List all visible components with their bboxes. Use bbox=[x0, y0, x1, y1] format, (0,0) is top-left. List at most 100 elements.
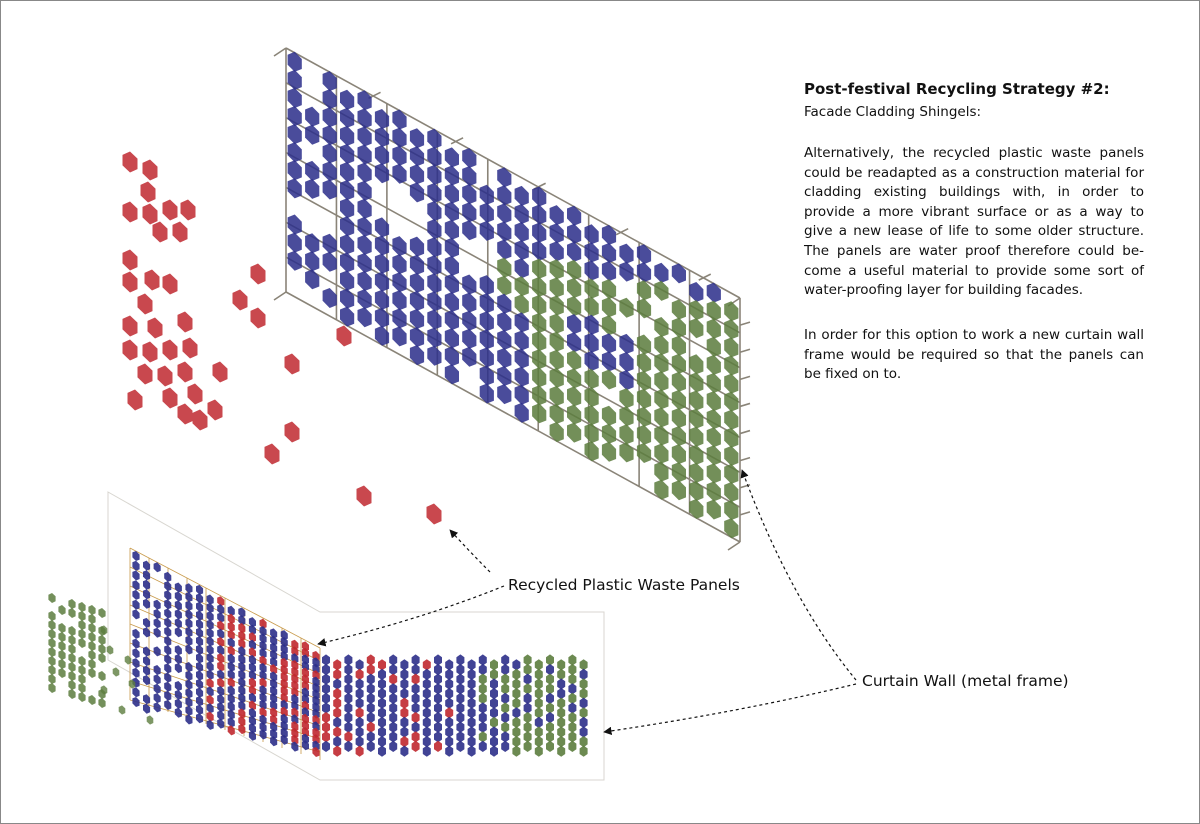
small-hex-panel bbox=[422, 745, 431, 757]
small-hex-panel bbox=[164, 690, 172, 701]
small-hex-panel bbox=[344, 731, 353, 743]
hex-panel bbox=[549, 295, 564, 316]
small-hex-panel bbox=[206, 619, 214, 630]
small-hex-panel bbox=[174, 645, 182, 656]
small-hex-panel bbox=[389, 702, 398, 714]
hex-panel bbox=[427, 255, 442, 276]
hex-panel bbox=[409, 272, 425, 293]
hex-panel bbox=[724, 319, 739, 340]
small-hex-panel bbox=[579, 678, 588, 690]
small-hex-panel bbox=[238, 724, 246, 735]
hex-panel bbox=[584, 278, 599, 299]
small-hex-panel bbox=[411, 721, 420, 733]
hex-panel bbox=[444, 165, 459, 186]
hex-panel bbox=[444, 147, 459, 168]
small-hex-panel bbox=[322, 664, 330, 676]
hex-panel bbox=[392, 326, 407, 347]
green-hex-panel bbox=[78, 692, 86, 702]
hex-panel bbox=[392, 254, 407, 275]
small-hex-panel bbox=[579, 707, 588, 719]
small-hex-panel bbox=[280, 630, 288, 641]
hex-panel bbox=[497, 348, 512, 368]
green-hex-panel bbox=[88, 695, 96, 705]
small-hex-panel bbox=[143, 570, 151, 581]
small-hex-panel bbox=[248, 677, 256, 688]
small-hex-panel bbox=[501, 702, 510, 714]
small-hex-panel bbox=[411, 664, 420, 676]
hex-panel bbox=[322, 107, 337, 128]
page-title: Post-festival Recycling Strategy #2: bbox=[804, 80, 1110, 98]
hex-panel bbox=[601, 243, 617, 263]
small-hex-panel bbox=[490, 726, 498, 738]
small-hex-panel bbox=[333, 668, 342, 680]
small-hex-panel bbox=[259, 707, 267, 718]
small-hex-panel bbox=[248, 685, 256, 696]
small-hex-panel bbox=[389, 731, 398, 743]
small-hex-panel bbox=[355, 688, 364, 700]
hex-panel bbox=[287, 124, 302, 145]
small-hex-panel bbox=[227, 621, 235, 632]
small-hex-panel bbox=[227, 701, 235, 712]
small-hex-panel bbox=[217, 677, 225, 688]
small-hex-panel bbox=[217, 645, 225, 656]
small-hex-panel bbox=[238, 669, 246, 680]
green-hex-panel bbox=[118, 705, 126, 715]
hex-panel bbox=[567, 296, 582, 317]
hex-panel bbox=[305, 269, 320, 290]
hex-panel bbox=[584, 368, 599, 389]
small-hex-panel bbox=[217, 669, 225, 680]
small-hex-panel bbox=[143, 665, 151, 676]
small-hex-panel bbox=[534, 688, 543, 700]
small-hex-panel bbox=[196, 644, 204, 655]
small-hex-panel bbox=[153, 599, 161, 610]
small-hex-panel bbox=[248, 723, 256, 734]
small-hex-panel bbox=[501, 712, 510, 724]
hex-panel bbox=[340, 180, 355, 201]
hex-panel bbox=[409, 182, 425, 203]
small-hex-panel bbox=[366, 664, 375, 676]
red-hex-panel bbox=[177, 311, 193, 333]
small-hex-panel bbox=[434, 683, 442, 695]
hex-panel bbox=[322, 89, 337, 110]
small-hex-panel bbox=[217, 710, 225, 721]
small-hex-panel bbox=[174, 591, 182, 602]
small-hex-panel bbox=[322, 692, 330, 704]
green-hex-panel bbox=[98, 671, 106, 681]
small-hex-panel bbox=[333, 726, 342, 738]
small-hex-panel bbox=[259, 640, 267, 651]
hex-panel bbox=[514, 276, 529, 297]
hex-panel bbox=[706, 300, 721, 321]
hex-panel bbox=[706, 318, 721, 339]
small-hex-panel bbox=[270, 685, 278, 696]
small-hex-panel bbox=[322, 683, 330, 695]
small-hex-panel bbox=[132, 589, 140, 600]
green-hex-panel bbox=[48, 656, 56, 666]
small-hex-panel bbox=[227, 677, 235, 688]
small-hex-panel bbox=[534, 726, 543, 738]
hex-panel bbox=[409, 327, 425, 347]
small-hex-panel bbox=[132, 687, 140, 698]
small-hex-panel bbox=[238, 700, 246, 711]
small-hex-panel bbox=[422, 688, 431, 700]
small-hex-panel bbox=[411, 702, 420, 714]
hex-panel bbox=[671, 480, 686, 501]
hex-panel bbox=[654, 407, 669, 428]
small-hex-panel bbox=[389, 664, 398, 676]
small-hex-panel bbox=[280, 734, 288, 745]
hex-panel bbox=[724, 409, 739, 430]
green-hex-panel bbox=[68, 662, 76, 672]
hex-panel bbox=[322, 179, 337, 200]
small-hex-panel bbox=[153, 683, 161, 694]
green-hex-panel bbox=[100, 625, 108, 635]
small-hex-panel bbox=[206, 669, 214, 680]
hex-panel bbox=[427, 327, 442, 348]
hex-panel bbox=[671, 317, 686, 338]
hex-panel bbox=[584, 387, 599, 407]
small-hex-panel bbox=[132, 658, 140, 669]
hex-panel bbox=[444, 219, 459, 240]
small-hex-panel bbox=[280, 665, 288, 675]
small-hex-panel bbox=[579, 716, 588, 728]
small-hex-panel bbox=[579, 659, 588, 671]
hex-panel bbox=[427, 237, 442, 258]
hex-panel bbox=[532, 331, 547, 352]
